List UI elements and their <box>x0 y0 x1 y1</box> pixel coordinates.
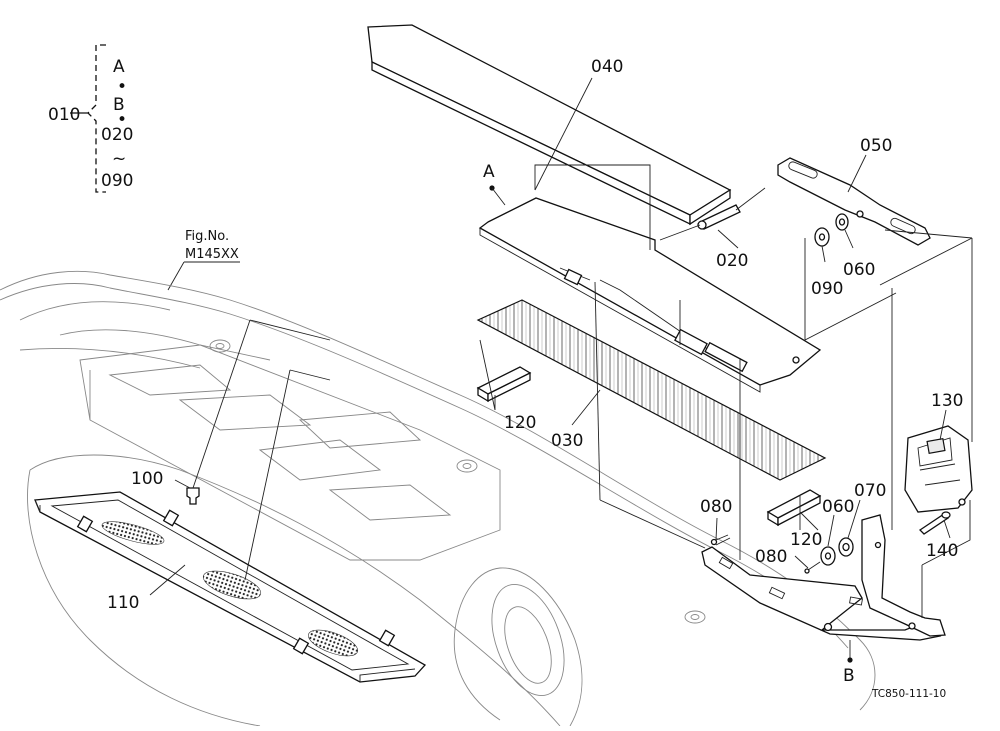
figure-ref-label: Fig.No. <box>185 229 229 244</box>
part-080-clip-upper <box>710 534 731 546</box>
callout-060-lower: 060 <box>822 497 854 517</box>
callout-130: 130 <box>931 391 963 411</box>
callout-030: 030 <box>551 431 583 451</box>
part-070-washer <box>838 537 854 557</box>
part-b-bracket <box>701 514 946 641</box>
callout-080-lower: 080 <box>755 547 787 567</box>
group-member-b: B <box>113 95 125 115</box>
group-member-tilde: ~ <box>112 149 126 169</box>
group-member-020: 020 <box>101 125 133 145</box>
callout-090: 090 <box>811 279 843 299</box>
callout-140: 140 <box>926 541 958 561</box>
group-member-a: A <box>113 57 125 77</box>
part-130-module <box>904 425 973 513</box>
part-080-clip-lower <box>804 561 821 574</box>
part-040-pad <box>367 24 732 226</box>
part-140-screw <box>918 511 951 535</box>
callout-020: 020 <box>716 251 748 271</box>
part-060-washer-lower <box>820 546 836 566</box>
callout-point-a: A <box>483 162 495 182</box>
callout-040: 040 <box>591 57 623 77</box>
callout-labels: 040 050 A 020 060 090 130 120 030 100 07… <box>107 57 963 686</box>
callout-080-upper: 080 <box>700 497 732 517</box>
callout-110: 110 <box>107 593 139 613</box>
drawing-code: TC850-111-10 <box>871 688 946 700</box>
group-member-090: 090 <box>101 171 133 191</box>
callout-100: 100 <box>131 469 163 489</box>
part-020-rod <box>659 204 741 241</box>
assembly-lines <box>149 77 973 663</box>
callout-060-upper: 060 <box>843 260 875 280</box>
part-120-foam-blocks <box>476 366 822 527</box>
part-110-grille <box>34 491 427 683</box>
group-bracket: 010 A • B • 020 ~ 090 <box>48 44 133 193</box>
part-100-fastener <box>186 487 200 505</box>
group-code-label: 010 <box>48 105 80 125</box>
part-050-bracket <box>777 157 931 246</box>
callout-point-b: B <box>843 666 855 686</box>
figure-ref-number: M145XX <box>185 247 239 262</box>
part-030-gasket <box>476 299 827 481</box>
callout-120-right: 120 <box>790 530 822 550</box>
callout-070: 070 <box>854 481 886 501</box>
callout-120-left: 120 <box>504 413 536 433</box>
part-090-washer <box>814 227 830 247</box>
callout-050: 050 <box>860 136 892 156</box>
figure-reference: Fig.No. M145XX <box>167 229 240 291</box>
svg-text:•: • <box>117 77 127 97</box>
svg-text:•: • <box>117 110 127 130</box>
part-a-plate <box>478 197 822 393</box>
background-panel <box>0 270 876 727</box>
part-060-washer-top <box>835 213 849 231</box>
